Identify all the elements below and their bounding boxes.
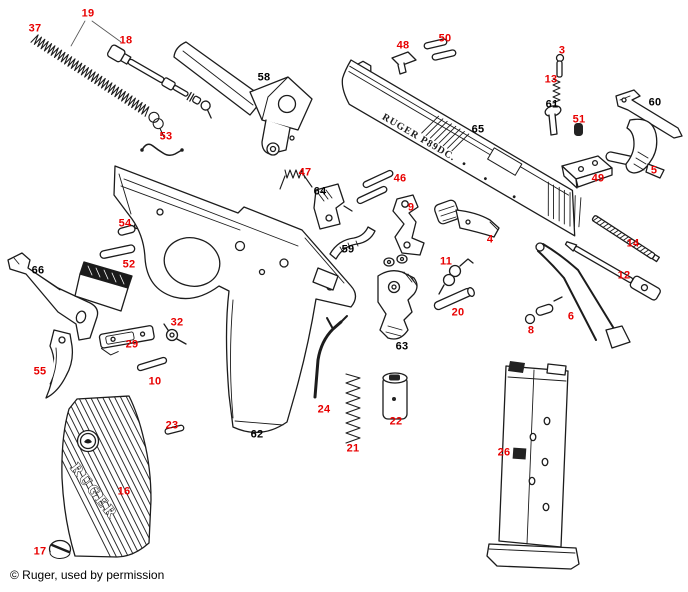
trigger-bar-drawing (7, 252, 99, 341)
part-label-60: 60 (648, 96, 662, 109)
part-label-6[interactable]: 6 (567, 310, 575, 323)
part-label-64: 64 (313, 185, 327, 198)
sear-64-drawing (313, 183, 353, 230)
pin-20-drawing (433, 287, 475, 311)
part-label-22[interactable]: 22 (389, 415, 403, 428)
lever-59-drawing (329, 226, 376, 260)
part-label-18[interactable]: 18 (119, 34, 133, 47)
grip-screw-drawing (48, 539, 72, 559)
grip-panel-drawing: RUGER (61, 395, 152, 558)
part-label-32[interactable]: 32 (170, 316, 184, 329)
lever-60-drawing (615, 89, 683, 139)
part-label-62: 62 (250, 428, 264, 441)
rear-sight-drawing (561, 155, 613, 189)
guide-rod-drawing (106, 44, 212, 119)
part-label-66: 66 (31, 264, 45, 277)
part-label-29[interactable]: 29 (125, 338, 139, 351)
pin-10-drawing (136, 356, 168, 372)
part-label-24[interactable]: 24 (317, 403, 331, 416)
pins-50-drawing (423, 38, 457, 61)
plunger-8-drawing (524, 296, 563, 325)
part-label-4[interactable]: 4 (486, 233, 494, 246)
plunger-51-drawing (574, 123, 583, 136)
part-label-16[interactable]: 16 (117, 485, 131, 498)
part-label-55[interactable]: 55 (33, 365, 47, 378)
part-label-58: 58 (257, 71, 271, 84)
slide-stop-drawing (98, 325, 155, 356)
plunger-61-drawing (544, 105, 562, 136)
torsion-spring-drawing (438, 258, 474, 295)
ejector-52-drawing (74, 244, 136, 312)
part-label-63: 63 (395, 340, 409, 353)
part-label-53[interactable]: 53 (159, 130, 173, 143)
part-label-20[interactable]: 20 (451, 306, 465, 319)
part-label-54[interactable]: 54 (118, 217, 132, 230)
wire-spring-drawing (140, 143, 184, 157)
part-label-10[interactable]: 10 (148, 375, 162, 388)
part-label-5[interactable]: 5 (650, 164, 658, 177)
pins-46-drawing (356, 169, 394, 205)
recoil-spring-drawing (30, 34, 165, 138)
hammer-drawing (377, 254, 418, 340)
safety-lever-drawing (605, 118, 665, 179)
part-label-61: 61 (545, 98, 559, 111)
rod-12-drawing (564, 241, 661, 301)
part-label-26[interactable]: 26 (497, 446, 511, 459)
part-label-9[interactable]: 9 (407, 201, 415, 214)
v-spring-drawing (535, 242, 631, 349)
part-label-46[interactable]: 46 (393, 172, 407, 185)
copyright-text: © Ruger, used by permission (10, 568, 165, 582)
part-label-65: 65 (471, 123, 485, 136)
spring-47-drawing (279, 169, 313, 190)
part-label-48[interactable]: 48 (396, 39, 410, 52)
part-label-12[interactable]: 12 (617, 269, 631, 282)
part-label-13[interactable]: 13 (544, 73, 558, 86)
bushing-22-drawing (382, 372, 408, 420)
part-label-59: 59 (341, 243, 355, 256)
plate-9-drawing (392, 194, 425, 256)
part-label-47[interactable]: 47 (298, 166, 312, 179)
leader-lines (70, 20, 122, 47)
spring-clip-drawing (163, 323, 187, 345)
part-label-52[interactable]: 52 (122, 258, 136, 271)
pin-23-drawing (164, 424, 185, 435)
lever-4-drawing (434, 199, 500, 238)
magazine-drawing (486, 361, 580, 570)
part-label-50[interactable]: 50 (438, 32, 452, 45)
part-label-37[interactable]: 37 (28, 22, 42, 35)
part-label-3[interactable]: 3 (558, 44, 566, 57)
spring-21-drawing (345, 373, 361, 444)
part-label-14[interactable]: 14 (626, 237, 640, 250)
trigger-drawing (45, 329, 74, 399)
part-label-23[interactable]: 23 (165, 419, 179, 432)
part-label-21[interactable]: 21 (346, 442, 360, 455)
rod-24-drawing (313, 315, 348, 399)
frame-drawing (113, 165, 357, 434)
part-label-19[interactable]: 19 (81, 7, 95, 20)
part-label-49[interactable]: 49 (591, 172, 605, 185)
firing-pin-drawing (555, 53, 565, 78)
front-sight-drawing (391, 51, 417, 75)
spring-13-drawing (552, 78, 561, 104)
part-label-17[interactable]: 17 (33, 545, 47, 558)
part-label-51[interactable]: 51 (572, 113, 586, 126)
part-label-8[interactable]: 8 (527, 324, 535, 337)
threaded-rod-drawing (591, 215, 660, 263)
part-label-11[interactable]: 11 (439, 255, 453, 268)
barrel-drawing (173, 41, 313, 156)
